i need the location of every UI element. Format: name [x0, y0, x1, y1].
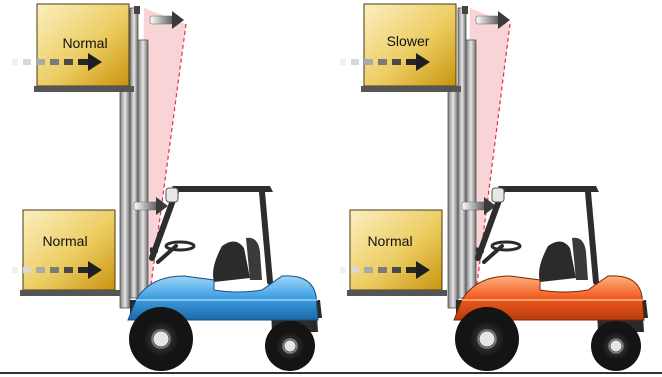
load-label-lower-left: Normal: [42, 233, 87, 249]
load-box-upper-left: Normal: [34, 4, 134, 92]
load-box-lower-left: Normal: [20, 210, 120, 296]
left-forklift: Normal Normal: [12, 4, 322, 371]
front-wheel-left: [129, 307, 193, 371]
right-forklift: Slower Normal: [340, 4, 648, 371]
load-box-upper-right: Slower: [361, 4, 461, 92]
load-label-lower-right: Normal: [367, 233, 412, 249]
rear-wheel-left: [265, 321, 315, 371]
load-label-upper-right: Slower: [387, 33, 430, 49]
front-wheel-right: [455, 307, 519, 371]
load-label-upper-left: Normal: [62, 35, 107, 51]
rear-wheel-right: [591, 321, 641, 371]
load-box-lower-right: Normal: [347, 210, 447, 296]
